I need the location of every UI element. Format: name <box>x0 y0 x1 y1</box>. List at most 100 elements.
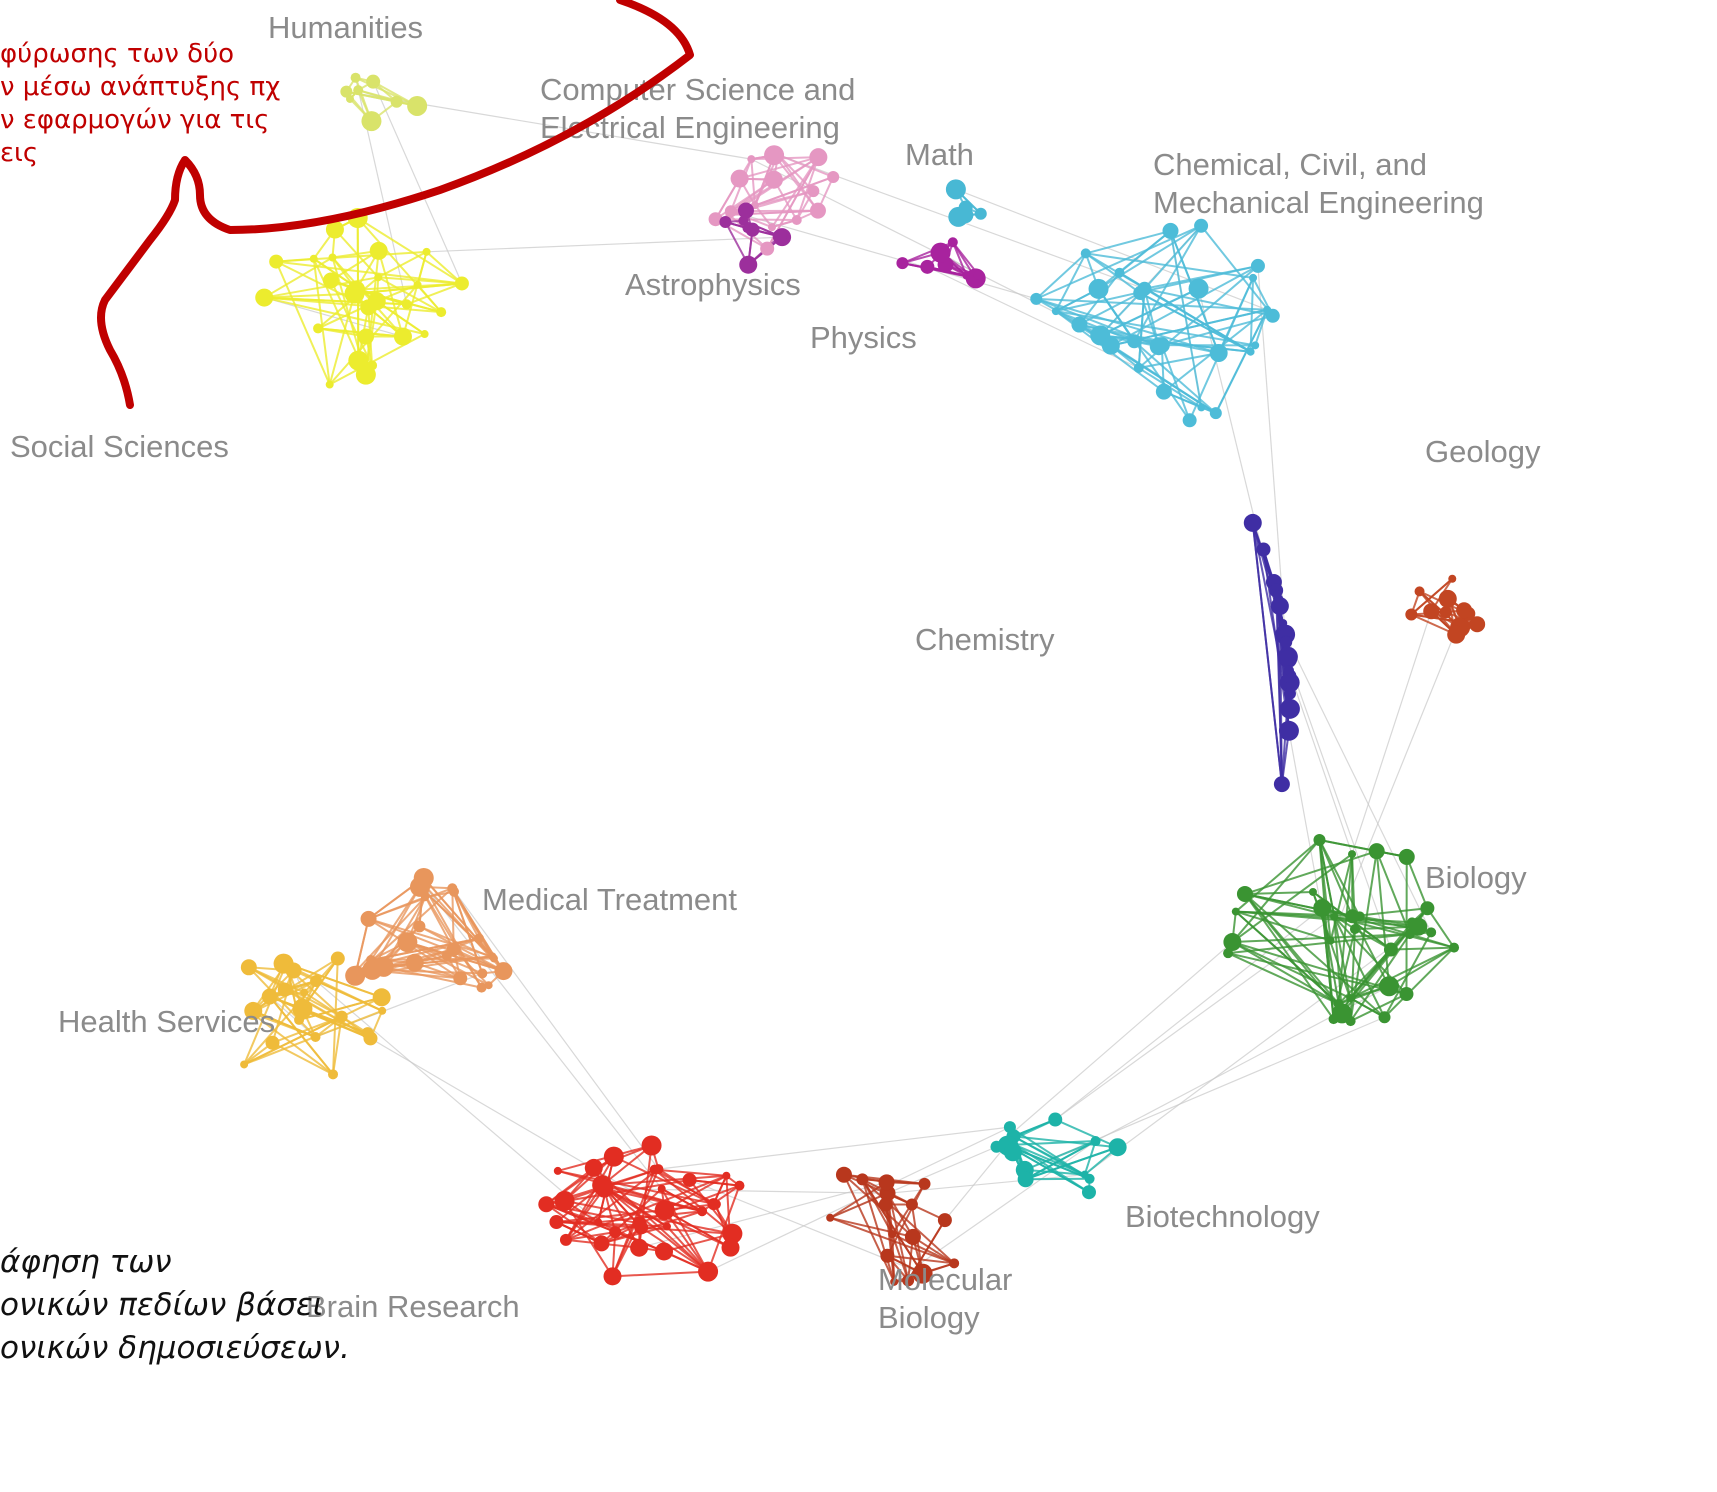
edge-biology <box>1244 850 1378 895</box>
node-social <box>322 272 339 289</box>
node-social <box>309 254 318 263</box>
edge-ccme <box>1110 344 1217 414</box>
node-ccme <box>1071 316 1088 333</box>
node-social <box>358 328 375 345</box>
label-physics: Physics <box>810 320 917 355</box>
node-biology <box>1449 942 1460 953</box>
edge-cross-field <box>315 980 599 1223</box>
node-health <box>277 982 292 997</box>
edge-biology <box>1349 929 1356 1022</box>
edge-molbio <box>884 1204 896 1282</box>
node-chemistry <box>1284 665 1295 676</box>
label-social: Social Sciences <box>10 429 229 464</box>
edge-brain <box>565 1231 616 1241</box>
node-medical <box>447 883 458 894</box>
edge-ccme <box>1214 309 1269 414</box>
edge-ccme <box>1097 288 1136 342</box>
node-ccme <box>1088 278 1109 299</box>
node-biotech <box>1003 1121 1016 1134</box>
edge-ccme <box>1158 314 1274 348</box>
node-biology <box>1349 924 1360 935</box>
node-molbio <box>949 1258 960 1269</box>
node-social <box>420 330 429 339</box>
edge-social <box>275 261 331 385</box>
edge-biology <box>1227 952 1407 996</box>
node-chemistry <box>1279 650 1298 669</box>
node-ccme <box>1197 403 1206 412</box>
node-health <box>261 988 278 1005</box>
node-biology <box>1420 901 1435 916</box>
node-brain <box>584 1158 603 1177</box>
edge-cross-field <box>1287 658 1392 950</box>
edge-cross-field <box>1351 611 1432 855</box>
node-social <box>393 327 412 346</box>
node-ccme <box>1149 337 1168 356</box>
node-cs <box>791 214 802 225</box>
edge-cross-field <box>604 1188 888 1194</box>
edge-brain <box>555 1221 602 1245</box>
edge-ccme <box>1139 292 1252 353</box>
edge-brain <box>611 1223 641 1277</box>
node-brain <box>722 1171 731 1180</box>
node-medical <box>366 955 377 966</box>
edge-ccme <box>1085 252 1141 294</box>
edge-brain <box>565 1156 615 1241</box>
edge-geology <box>1410 577 1453 616</box>
node-brain <box>653 1164 664 1175</box>
edge-social <box>406 282 463 306</box>
node-social <box>436 307 447 318</box>
node-brain <box>734 1180 745 1191</box>
edge-biology <box>1352 907 1428 918</box>
edge-social <box>329 280 373 366</box>
edge-health <box>250 1011 334 1076</box>
edge-cross-field <box>658 1126 1010 1170</box>
edge-cross-field <box>730 210 1037 300</box>
edge-biology <box>1227 933 1410 955</box>
edge-biology <box>1235 910 1419 928</box>
edge-cross-field <box>1288 670 1353 855</box>
node-ccme <box>1188 278 1209 299</box>
edge-health <box>243 957 339 1066</box>
node-biology <box>1231 907 1240 916</box>
node-geology <box>1447 625 1466 644</box>
edge-cross-field <box>996 941 1233 1148</box>
node-medical <box>488 952 497 961</box>
edge-ccme <box>1055 310 1256 347</box>
edge-biology <box>1318 839 1354 917</box>
node-biotech <box>1003 1143 1022 1162</box>
node-physics <box>973 270 984 281</box>
edge-social <box>331 256 404 338</box>
edge-ccme <box>1137 288 1146 369</box>
node-ccme <box>1162 222 1179 239</box>
node-medical <box>413 867 434 888</box>
edge-brain <box>664 1174 727 1212</box>
label-humanities: Humanities <box>268 10 423 45</box>
node-health <box>294 1014 305 1025</box>
node-social <box>347 280 366 299</box>
node-physics <box>947 237 958 248</box>
node-biology <box>1383 942 1398 957</box>
edge-ccme <box>1133 340 1217 414</box>
edge-social <box>401 251 428 337</box>
node-biology <box>1326 936 1335 945</box>
edge-social <box>264 296 425 335</box>
node-social <box>369 241 388 260</box>
node-cs <box>760 241 775 256</box>
node-cs <box>747 155 756 164</box>
edge-ccme <box>1035 297 1101 337</box>
node-ccme <box>1263 305 1272 314</box>
node-ccme <box>1209 407 1222 420</box>
edge-social <box>317 276 379 330</box>
node-humanities <box>345 94 354 103</box>
edge-ccme <box>1085 252 1254 279</box>
edge-cs <box>754 204 773 228</box>
edge-social <box>276 250 427 263</box>
node-molbio <box>826 1213 835 1222</box>
edge-ccme <box>1169 230 1203 408</box>
edge-social <box>355 288 442 314</box>
node-biology <box>1379 976 1400 997</box>
node-chemistry <box>1278 720 1299 741</box>
node-health <box>240 1060 249 1069</box>
node-health <box>328 1069 339 1080</box>
